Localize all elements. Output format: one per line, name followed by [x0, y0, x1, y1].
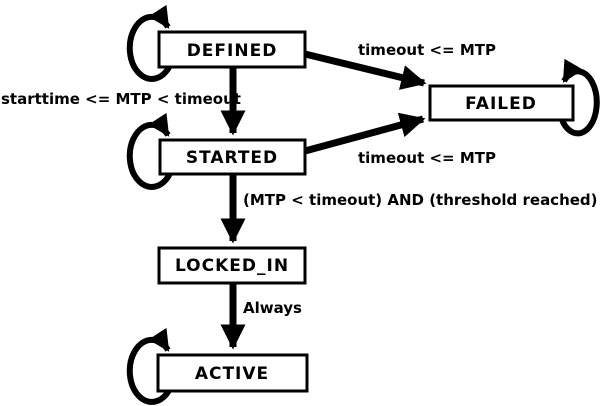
transition-defined-started-label: starttime <= MTP < timeout — [1, 90, 241, 108]
state-active-box — [156, 353, 309, 393]
self-loop-failed-arrow — [558, 58, 600, 137]
state-started: STARTED — [158, 138, 307, 176]
state-started-box — [158, 138, 307, 176]
state-defined: DEFINED — [157, 30, 307, 69]
self-loop-defined-arrow — [126, 4, 174, 82]
transition-defined-failed-label: timeout <= MTP — [358, 41, 496, 59]
self-loop-active-arrow — [126, 327, 174, 405]
transition-started-failed-label: timeout <= MTP — [358, 149, 496, 167]
states: DEFINED FAILED STARTED LOCKED_IN ACTIVE — [156, 30, 575, 393]
state-defined-label: DEFINED — [187, 41, 278, 61]
state-failed-label: FAILED — [465, 94, 537, 114]
transition-started-lockedin-label: (MTP < timeout) AND (threshold reached) — [243, 191, 598, 209]
transition-arrows — [220, 50, 427, 350]
state-failed: FAILED — [428, 84, 575, 122]
state-locked-in: LOCKED_IN — [157, 246, 307, 285]
state-defined-box — [157, 30, 307, 69]
transition-labels: starttime <= MTP < timeout timeout <= MT… — [1, 41, 598, 317]
self-loop-started-arrow — [126, 112, 174, 190]
state-locked-in-label: LOCKED_IN — [175, 256, 289, 276]
state-active: ACTIVE — [156, 353, 309, 393]
state-started-label: STARTED — [186, 148, 278, 168]
transition-lockedin-active-label: Always — [243, 299, 302, 317]
state-locked-in-box — [157, 246, 307, 285]
state-active-label: ACTIVE — [195, 364, 269, 384]
transition-defined-failed-arrow — [304, 50, 427, 90]
state-failed-box — [428, 84, 575, 122]
transition-started-failed-arrow — [304, 112, 426, 155]
self-loops — [126, 4, 600, 405]
